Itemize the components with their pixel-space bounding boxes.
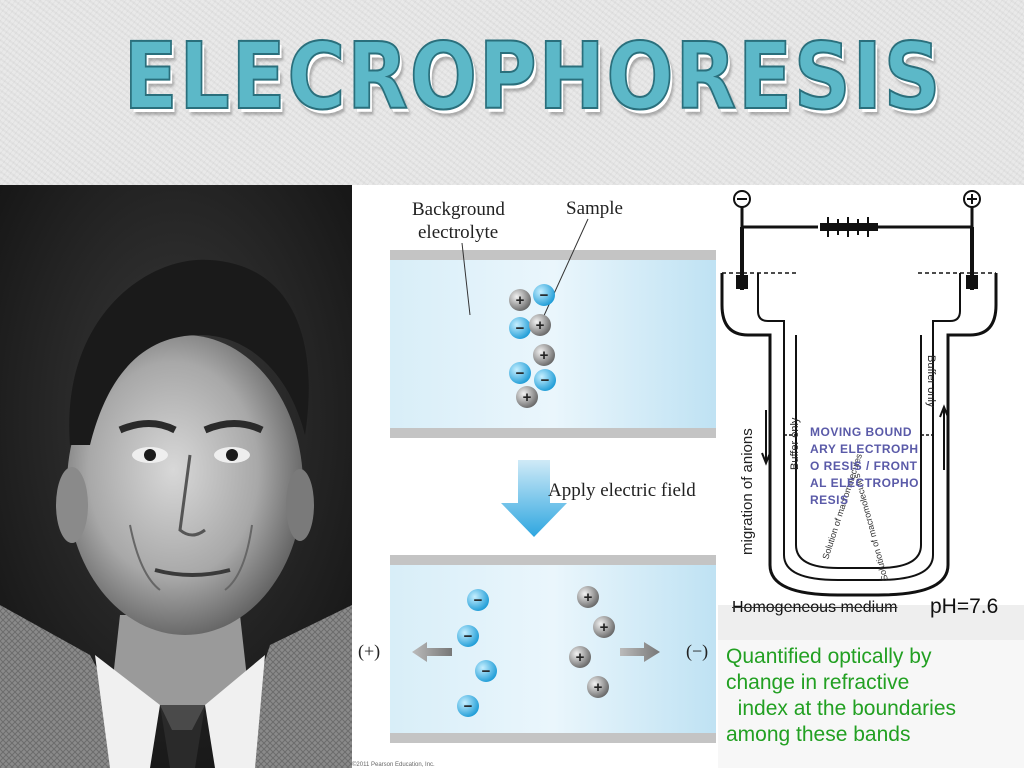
- svg-text:+: +: [576, 649, 585, 666]
- u-tube-inner: [795, 335, 922, 569]
- background-label-line1: Background: [412, 199, 505, 220]
- homogeneous-medium-label: Homogeneous medium: [732, 599, 898, 616]
- svg-text:+: +: [594, 679, 603, 696]
- separated-cations: + + + +: [569, 586, 615, 698]
- positive-electrode-label: (+): [358, 641, 380, 662]
- svg-text:−: −: [464, 698, 473, 715]
- mixed-ions: + − − + + − − +: [509, 284, 556, 408]
- electrolyte-region: [390, 260, 716, 428]
- left-arm-label: Buffer only: [789, 417, 801, 470]
- sample-label: Sample: [566, 198, 623, 219]
- svg-text:+: +: [540, 347, 549, 364]
- tube-wall-bottom: [390, 428, 716, 438]
- background-pointer: [461, 242, 471, 316]
- copyright: ©2011 Pearson Education, Inc.: [352, 761, 435, 768]
- right-arm-label: Buffer only: [925, 355, 937, 408]
- u-tube-diagram: Buffer only Buffer only migration of ani…: [718, 185, 1024, 605]
- quantified-line: change in refractive: [726, 671, 910, 694]
- quantified-line: among these bands: [726, 723, 911, 746]
- svg-text:−: −: [540, 287, 549, 304]
- right-arrow-icon: [620, 642, 660, 662]
- quantified-text: Quantified optically by change in refrac…: [726, 644, 1024, 748]
- electrophoresis-schematic: Background electrolyte Sample + − − + + …: [352, 185, 718, 768]
- quantified-line: Quantified optically by: [726, 645, 932, 668]
- svg-text:−: −: [541, 372, 550, 389]
- svg-text:−: −: [474, 592, 483, 609]
- svg-text:+: +: [536, 317, 545, 334]
- u-tube-outer: [720, 273, 998, 597]
- up-arrow-small-icon: [939, 404, 949, 418]
- down-arrow-small-icon: [761, 452, 771, 466]
- left-arrow-icon: [412, 642, 452, 662]
- method-label: MOVING BOUNDARY ELECTROPHO RESIS / FRONT…: [810, 425, 919, 507]
- quantified-box: [718, 640, 1024, 768]
- svg-text:+: +: [600, 619, 609, 636]
- apply-field-label: Apply electric field: [548, 480, 696, 501]
- svg-text:+: +: [516, 292, 525, 309]
- svg-text:+: +: [523, 389, 532, 406]
- background-label-line2: electrolyte: [418, 222, 498, 243]
- svg-text:−: −: [516, 365, 525, 382]
- migration-label: migration of anions: [739, 428, 756, 555]
- tube-wall-bottom-2: [390, 733, 716, 743]
- svg-text:+: +: [584, 589, 593, 606]
- svg-text:−: −: [516, 320, 525, 337]
- down-arrow-icon: [501, 460, 567, 537]
- svg-text:−: −: [464, 628, 473, 645]
- quantified-line: index at the boundaries: [726, 697, 956, 720]
- ph-label: pH=7.6: [930, 595, 999, 618]
- negative-electrode-label: (−): [686, 641, 708, 662]
- title-band: [0, 0, 1024, 185]
- tube-wall-top-2: [390, 555, 716, 565]
- slide-title: ELECROPHORESIS: [123, 22, 943, 131]
- separated-anions: − − − −: [457, 589, 497, 717]
- svg-text:−: −: [482, 663, 491, 680]
- battery-icon: [820, 217, 878, 237]
- tube-wall-top: [390, 250, 716, 260]
- portrait-photo: [0, 185, 352, 768]
